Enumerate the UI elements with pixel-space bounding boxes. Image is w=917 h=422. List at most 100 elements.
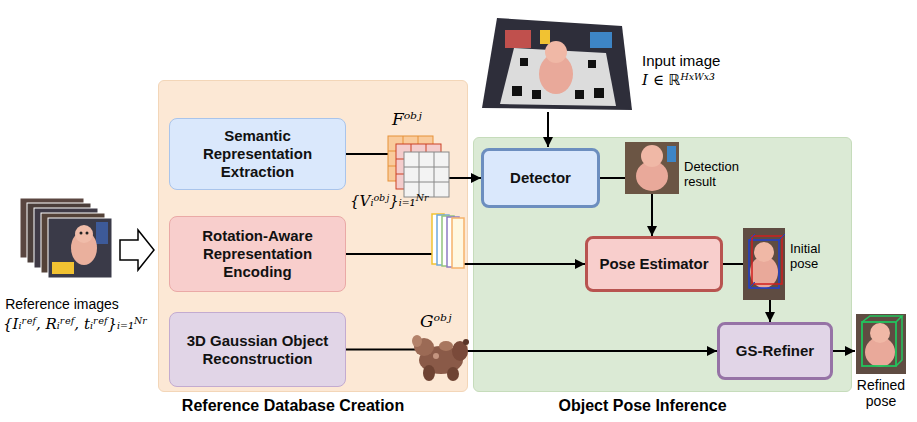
vector-cards	[432, 214, 464, 268]
feature-layer	[396, 144, 441, 189]
process-box: Rotation-Aware Representation Encoding	[169, 216, 346, 292]
photo-detail	[590, 32, 612, 48]
marker	[532, 90, 541, 99]
photo-frame	[856, 314, 906, 374]
process-box: 3D Gaussian Object Reconstruction	[169, 312, 346, 387]
photo-detail	[75, 225, 93, 243]
reference-photo	[48, 218, 112, 278]
band-heading: Reference Database Creation	[139, 396, 447, 415]
initial-pose-crop	[743, 228, 785, 300]
flow-arrow	[346, 350, 717, 352]
photo-detail	[545, 41, 567, 63]
photo-detail	[754, 242, 774, 262]
input-arrow	[547, 112, 549, 147]
feature-grid	[396, 144, 441, 189]
reference-photo	[20, 198, 84, 258]
photo-detail	[750, 256, 778, 288]
photo-detail	[539, 54, 573, 94]
photo-detail	[80, 232, 83, 235]
output-arrow	[833, 350, 855, 352]
math-label: Fᵒᵇʲ	[392, 110, 422, 130]
photo-detail	[870, 323, 890, 343]
feature-grid	[388, 136, 433, 181]
photo-detail	[96, 222, 108, 244]
annotation-label: Reference images	[5, 296, 119, 312]
marker	[588, 60, 596, 68]
vector-card	[432, 214, 444, 264]
marker	[575, 90, 584, 99]
photo-detail	[540, 30, 550, 44]
gaussian-blob	[447, 367, 459, 381]
box-label: Detector	[510, 169, 571, 187]
box-label: 3D Gaussian Object Reconstruction	[176, 332, 339, 368]
process-box: Semantic Representation Extraction	[169, 118, 346, 190]
photo-detail	[52, 262, 74, 274]
gaussian-blob	[423, 365, 435, 381]
flow-arrow	[346, 254, 585, 264]
gaussian-blob	[439, 341, 453, 351]
flow-arrow	[346, 154, 481, 178]
math-label: I ∈ ℝᴴˣᵂˣ³	[642, 72, 715, 89]
vector-card	[437, 215, 449, 265]
gaussian-blob	[412, 335, 422, 347]
gaussian-blob	[419, 346, 463, 374]
vector-card	[447, 217, 459, 267]
flow-arrow	[723, 264, 770, 322]
annotation-label: Refined pose	[851, 377, 911, 409]
gaussian-blob	[452, 341, 468, 361]
pose-wireframe	[749, 240, 779, 288]
detection-crop	[625, 142, 679, 194]
photo-detail	[71, 231, 97, 265]
vector-card	[452, 218, 464, 268]
pose-wireframe	[862, 322, 896, 366]
reference-photo	[27, 203, 91, 263]
process-box: Detector	[481, 148, 600, 208]
marker	[594, 88, 604, 98]
reference-image-stack	[20, 198, 112, 278]
marker	[512, 86, 522, 96]
input-photo	[482, 18, 632, 110]
refined-pose-crop	[856, 314, 906, 374]
photo-detail	[59, 218, 79, 244]
photo-frame	[625, 142, 679, 194]
hollow-arrow	[120, 230, 154, 270]
box-label: Semantic Representation Extraction	[176, 127, 339, 181]
annotation-label: Initial pose	[790, 242, 848, 272]
pose-wireframe	[749, 234, 785, 288]
marker	[520, 58, 528, 66]
photo-detail	[636, 161, 668, 191]
gaussian-blob	[463, 339, 469, 345]
photo-detail	[505, 30, 531, 48]
box-label: Rotation-Aware Representation Encoding	[176, 227, 339, 281]
math-label: {Vᵢᵒᵇʲ}ᵢ₌₁ᴺʳ	[350, 193, 429, 210]
photo-frame	[482, 18, 632, 110]
photo-frame	[743, 228, 785, 300]
feature-layer	[404, 152, 449, 197]
gaussian-object	[412, 335, 469, 381]
gaussian-blob	[433, 353, 439, 359]
band-heading: Object Pose Inference	[454, 396, 831, 415]
math-label: Gᵒᵇʲ	[420, 312, 451, 332]
reference-photo	[34, 208, 98, 268]
feature-cube	[388, 136, 449, 197]
photo-detail	[86, 232, 89, 235]
feature-grid	[404, 152, 449, 197]
pose-wireframe	[862, 316, 902, 366]
math-label: {Iᵢʳᵉᶠ, Rᵢʳᵉᶠ, tᵢʳᵉᶠ}ᵢ₌₁ᴺʳ	[3, 316, 147, 333]
process-box: GS-Refiner	[717, 322, 833, 380]
reference-photo	[41, 213, 105, 273]
feature-layer	[388, 136, 433, 181]
box-label: Pose Estimator	[599, 255, 708, 273]
flow-arrow	[600, 178, 652, 236]
box-label: GS-Refiner	[736, 342, 814, 360]
annotation-label: Detection result	[684, 160, 754, 190]
photo-detail	[667, 146, 676, 162]
photo-detail	[52, 213, 72, 239]
pose-wireframe	[752, 236, 782, 284]
process-box: Pose Estimator	[585, 236, 723, 292]
photo-detail	[641, 145, 663, 167]
vector-card	[442, 216, 454, 266]
photo-detail	[72, 227, 94, 255]
